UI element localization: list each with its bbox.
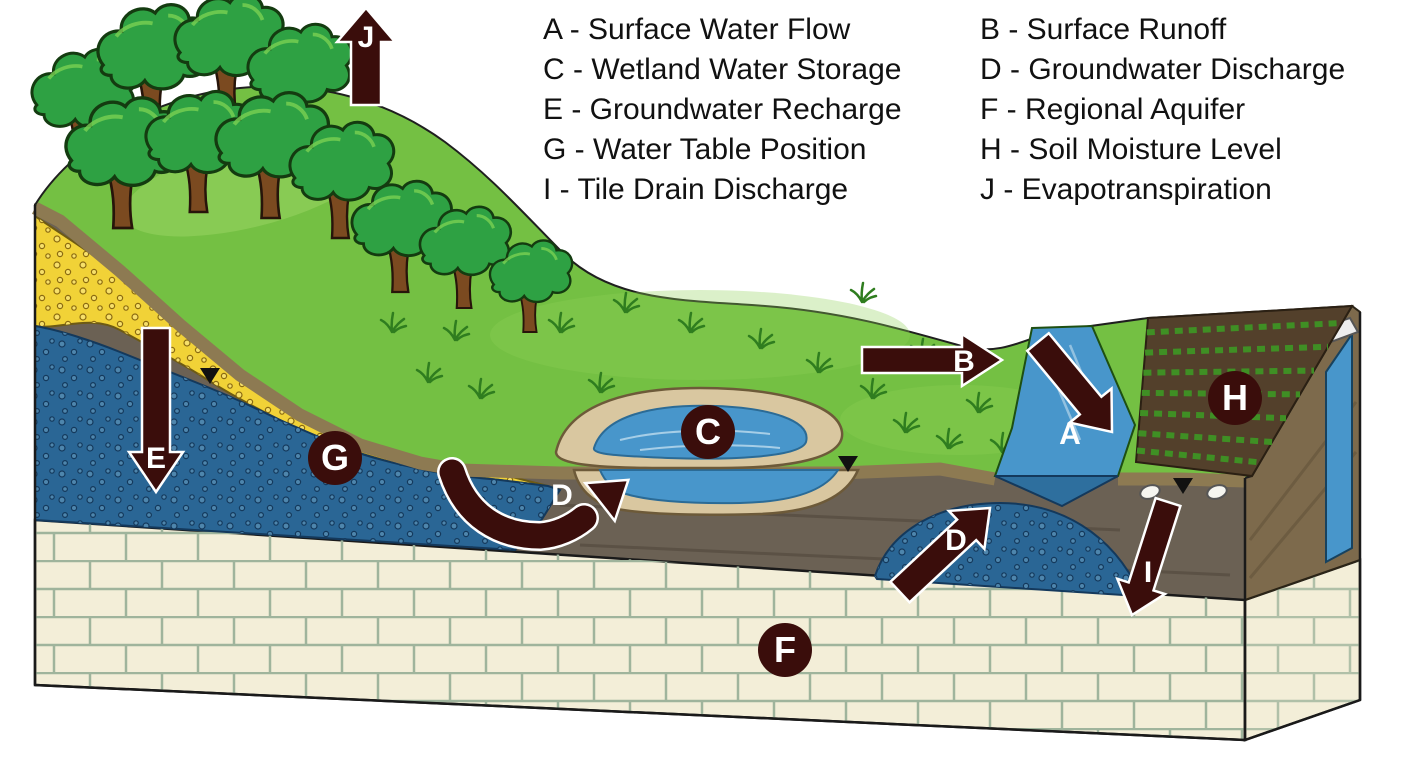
legend: A - Surface Water Flow C - Wetland Water…	[543, 10, 1345, 210]
legend-column-left: A - Surface Water Flow C - Wetland Water…	[543, 10, 980, 210]
water-table-markers	[200, 368, 1193, 494]
wetland-storage-badge: C	[681, 405, 735, 459]
arrow-label-j: J	[358, 21, 375, 54]
arrow-label-e: E	[146, 442, 166, 475]
groundwater-discharge-stream-arrow: D	[888, 506, 992, 605]
legend-item-evapotranspiration: J - Evapotranspiration	[980, 173, 1272, 206]
legend-item-groundwater-recharge: E - Groundwater Recharge	[543, 93, 902, 126]
legend-column-right: B - Surface Runoff D - Groundwater Disch…	[980, 10, 1345, 210]
water-table-marker-icon	[1173, 478, 1193, 494]
arrow-label-i: I	[1144, 556, 1152, 589]
monitoring-well-water-column	[1325, 330, 1353, 564]
crop-rows	[1136, 320, 1343, 466]
legend-item-regional-aquifer: F - Regional Aquifer	[980, 93, 1246, 126]
evapotranspiration-arrow: J	[334, 6, 398, 107]
regional-aquifer-badge: F	[758, 623, 812, 677]
legend-item-water-table-position: G - Water Table Position	[543, 133, 867, 166]
legend-item-tile-drain-discharge: I - Tile Drain Discharge	[543, 173, 849, 206]
tile-drain-discharge-arrow: I	[1115, 496, 1182, 617]
surface-runoff-arrow: B	[860, 331, 1005, 389]
arrow-label-b: B	[953, 345, 975, 378]
water-table-marker-icon	[200, 368, 220, 384]
arrow-label-d-left: D	[551, 479, 573, 512]
water-table-badge: G	[308, 431, 362, 485]
surface-water-flow-arrow: A	[1025, 331, 1114, 451]
groundwater-recharge-arrow: E	[126, 326, 186, 495]
arrow-label-a: A	[1059, 418, 1081, 451]
letter-badges: C G F H	[308, 371, 1262, 677]
stream-cross-section	[994, 475, 1119, 508]
legend-item-groundwater-discharge: D - Groundwater Discharge	[980, 53, 1346, 86]
block-outline	[33, 205, 1362, 742]
legend-item-soil-moisture-level: H - Soil Moisture Level	[980, 133, 1282, 166]
groundwater-discharge-wetland-arrow: D	[437, 457, 631, 552]
legend-item-wetland-water-storage: C - Wetland Water Storage	[543, 53, 902, 86]
badge-label-h: H	[1222, 377, 1248, 418]
water-table-marker-icon	[838, 456, 858, 472]
arrow-label-d-right: D	[945, 524, 967, 557]
badge-label-g: G	[321, 437, 349, 478]
badge-label-f: F	[774, 629, 796, 670]
soil-moisture-badge: H	[1208, 371, 1262, 425]
badge-label-c: C	[695, 411, 721, 452]
legend-item-surface-runoff: B - Surface Runoff	[980, 13, 1227, 46]
legend-item-surface-water-flow: A - Surface Water Flow	[543, 13, 851, 46]
tile-drain-pipes	[1139, 484, 1228, 500]
drain-pipe-icon	[1206, 484, 1228, 500]
flow-arrows: J E B A D D I	[126, 6, 1182, 617]
drain-pipe-icon	[1139, 484, 1161, 500]
